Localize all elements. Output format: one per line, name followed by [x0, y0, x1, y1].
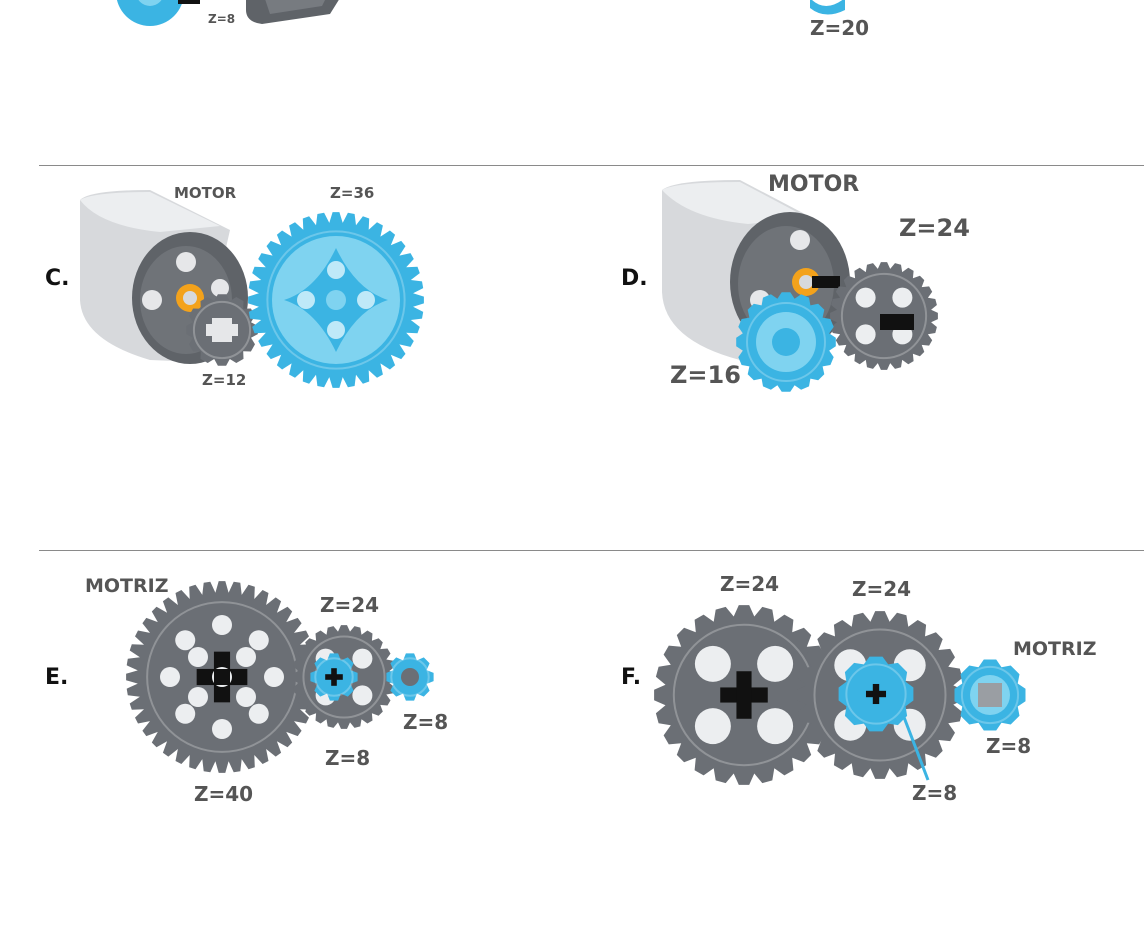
panel-e-right-small-gear-icon	[386, 653, 434, 701]
panel-f-driver-small-gear-icon	[954, 659, 1026, 731]
panel-f-leader-line	[900, 711, 930, 781]
panel-f-figure	[654, 605, 1026, 785]
panel-d-motor-label: MOTOR	[768, 172, 860, 197]
top-left-motor-icon	[246, 0, 339, 24]
panel-c-big-gear-label: Z=36	[330, 184, 375, 202]
panel-d-gray-gear-icon	[830, 262, 938, 370]
panel-e-mid-small-gear-icon	[310, 653, 358, 701]
top-left-gear-label: Z=8	[208, 12, 236, 26]
top-right-blue-gear-icon	[810, 0, 845, 15]
panel-e-right-small-gear-label: Z=8	[403, 710, 449, 734]
panel-c-motor-label: MOTOR	[174, 184, 237, 202]
panel-f-left-gear-label: Z=24	[720, 572, 780, 596]
panel-d-letter: D.	[621, 266, 648, 291]
panel-f-mid-small-gear-icon	[838, 656, 914, 732]
top-right-gear-label: Z=20	[810, 16, 870, 40]
panel-e-mid-gear-label: Z=24	[320, 593, 380, 617]
panel-f-mid-small-gear-label: Z=8	[912, 781, 958, 805]
panel-d-blue-gear-icon	[736, 292, 836, 392]
panel-c-small-gear-icon	[186, 294, 258, 366]
panel-e-big-gear-icon	[126, 581, 318, 773]
panel-e-driver-label: MOTRIZ	[85, 575, 169, 597]
panel-e-figure	[126, 581, 434, 773]
panel-c-small-gear-label: Z=12	[202, 371, 247, 389]
panel-d-figure	[662, 180, 938, 392]
panel-e-big-gear-label: Z=40	[194, 782, 254, 806]
divider-middle	[39, 550, 1144, 551]
top-left-blue-gear-icon	[116, 0, 184, 26]
panel-c-figure	[80, 190, 424, 388]
top-left-fragment	[116, 0, 339, 26]
panel-e-letter: E.	[45, 665, 69, 690]
panel-f-driver-small-gear-label: Z=8	[986, 734, 1032, 758]
panel-f-mid-gear-label: Z=24	[852, 577, 912, 601]
top-right-fragment	[810, 0, 845, 15]
divider-top	[39, 165, 1144, 166]
panel-c-big-gear-icon	[248, 212, 424, 388]
panel-c-letter: C.	[45, 266, 70, 291]
panel-f-letter: F.	[621, 665, 642, 690]
panel-f-driver-label: MOTRIZ	[1013, 638, 1097, 660]
panel-d-blue-gear-label: Z=16	[670, 361, 741, 389]
panel-e-mid-small-gear-label: Z=8	[325, 746, 371, 770]
panel-d-gray-gear-label: Z=24	[899, 214, 970, 242]
